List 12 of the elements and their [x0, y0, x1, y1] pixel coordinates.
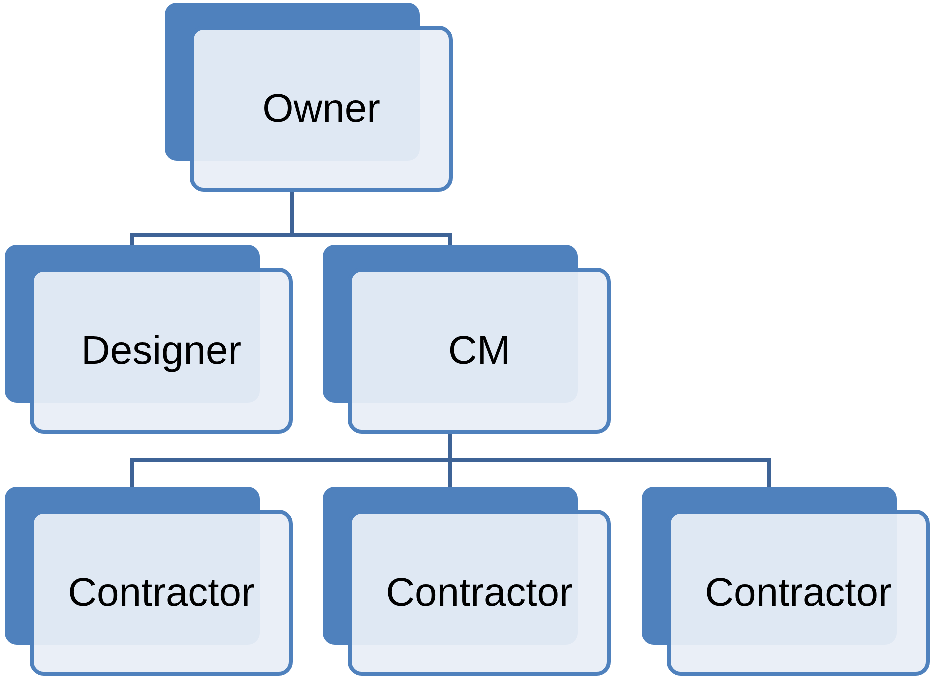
- role-label: Designer: [81, 331, 242, 371]
- role-label: Contractor: [705, 573, 892, 613]
- org-chart-box: [323, 487, 611, 676]
- org-chart-box: [323, 245, 611, 434]
- org-chart-box: [642, 487, 930, 676]
- role-label: Contractor: [68, 573, 255, 613]
- org-chart-box: [5, 245, 293, 434]
- org-chart-box: [5, 487, 293, 676]
- role-label: Owner: [262, 89, 380, 129]
- role-label: Contractor: [386, 573, 573, 613]
- role-label: CM: [448, 331, 511, 371]
- org-chart-box: [165, 3, 453, 192]
